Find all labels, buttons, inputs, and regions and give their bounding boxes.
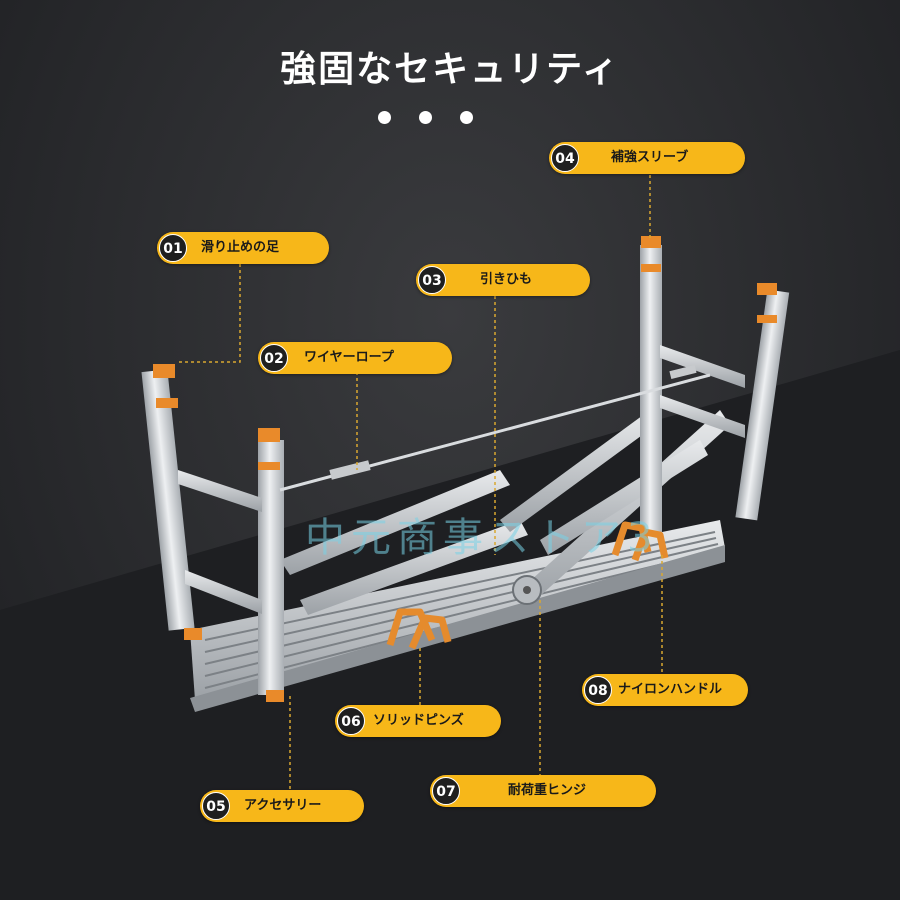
fold-braces: [280, 410, 730, 615]
leg-left-front: [258, 440, 284, 695]
callout-text: 引きひも: [480, 272, 533, 287]
callout-load-hinge: 07 耐荷重ヒンジ: [430, 775, 656, 807]
leg-left-back: [141, 369, 195, 631]
nylon-handles: [386, 521, 669, 650]
page-title: 強固なセキュリティ: [280, 49, 620, 90]
callout-pull-cord: 03 引きひも: [416, 264, 590, 296]
dot: [419, 111, 432, 124]
callout-number: 02: [260, 344, 288, 372]
wire-rope: [279, 364, 711, 492]
watermark: 中元商事ストア3: [305, 515, 659, 561]
leg-right-front: [735, 289, 790, 521]
callout-nylon-handle: 08 ナイロンハンドル: [582, 674, 748, 706]
anti-slip-caps: [153, 236, 777, 702]
callout-wire-rope: 02 ワイヤーロープ: [258, 342, 452, 374]
callout-text: アクセサリー: [244, 798, 322, 813]
callout-number: 07: [432, 777, 460, 805]
callout-reinforcing-sleeve: 04 補強スリーブ: [549, 142, 745, 174]
deck-front-rail: [190, 545, 725, 712]
title-dots: [378, 111, 498, 125]
callout-text: 補強スリーブ: [611, 150, 689, 165]
callout-solid-pins: 06 ソリッドピンズ: [335, 705, 501, 737]
callout-text: ワイヤーロープ: [304, 350, 394, 365]
callout-text: 滑り止めの足: [201, 240, 280, 255]
callout-text: 耐荷重ヒンジ: [508, 783, 587, 798]
callout-number: 03: [418, 266, 446, 294]
callout-number: 08: [584, 676, 612, 704]
dot: [460, 111, 473, 124]
callout-number: 06: [337, 707, 365, 735]
callout-text: ナイロンハンドル: [618, 682, 723, 697]
callout-number: 05: [202, 792, 230, 820]
callout-text: ソリッドピンズ: [373, 713, 464, 728]
leader-lines: [178, 175, 663, 790]
callout-anti-slip-feet: 01 滑り止めの足: [157, 232, 329, 264]
dot: [378, 111, 391, 124]
callout-number: 01: [159, 234, 187, 262]
callout-accessories: 05 アクセサリー: [200, 790, 364, 822]
callout-number: 04: [551, 144, 579, 172]
